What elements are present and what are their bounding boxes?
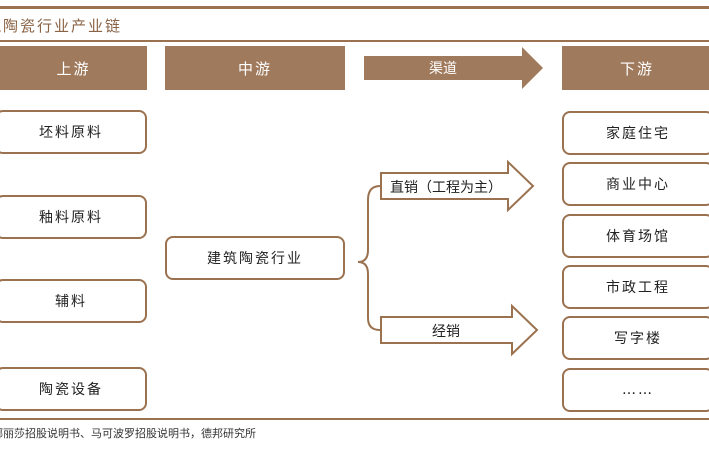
midstream-box: 建筑陶瓷行业 [165,236,345,280]
upstream-item: 坯料原料 [0,110,147,154]
distribution-arrow [380,303,539,357]
diagram-title: 筑陶瓷行业产业链 [0,17,123,35]
direct-arrow [380,159,535,213]
header-downstream: 下游 [562,46,709,90]
downstream-item: 体育场馆 [562,214,709,258]
channel-distribution-label: 经销 [432,324,460,340]
upstream-item: 釉料原料 [0,195,147,239]
upstream-item: 辅料 [0,279,147,323]
source-note: 娜丽莎招股说明书、马可波罗招股说明书，德邦研究所 [0,427,256,440]
header-upstream: 上游 [0,46,147,90]
title-rule [0,40,709,42]
header-channel-arrow [364,47,543,89]
downstream-item: 家庭住宅 [562,111,709,155]
top-rule [0,6,709,9]
upstream-item: 陶瓷设备 [0,367,147,411]
downstream-item: 商业中心 [562,162,709,206]
header-channel: 渠道 [429,61,457,77]
downstream-item: …… [562,368,709,412]
bottom-rule [0,418,709,420]
downstream-item: 写字楼 [562,316,709,360]
downstream-item: 市政工程 [562,265,709,309]
channel-direct-label: 直销（工程为主） [390,180,502,196]
header-midstream: 中游 [165,46,345,90]
brace [357,185,381,331]
